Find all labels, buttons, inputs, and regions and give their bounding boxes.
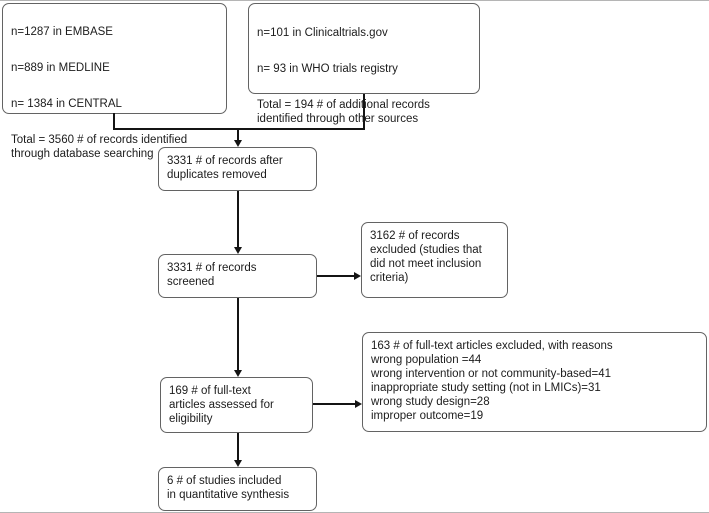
- box-records-excluded: 3162 # of records excluded (studies that…: [361, 222, 508, 298]
- connector-database-down: [113, 113, 115, 129]
- connector-fulltext-to-included: [237, 433, 239, 461]
- connector-screened-to-excluded: [317, 275, 355, 277]
- other-line-who: n= 93 in WHO trials registry: [257, 63, 398, 75]
- connector-screened-to-fulltext: [237, 298, 239, 371]
- other-line-clinicaltrials: n=101 in Clinicaltrials.gov: [257, 27, 388, 39]
- arrowhead-into-screened: [233, 247, 242, 254]
- box-records-after-duplicates: 3331 # of records after duplicates remov…: [158, 147, 317, 191]
- box-database-records: n=1287 in EMBASE n=889 in MEDLINE n= 138…: [2, 3, 227, 160]
- database-line-medline: n=889 in MEDLINE: [11, 62, 110, 74]
- box-fulltext-assessed: 169 # of full-text articles assessed for…: [160, 377, 313, 433]
- top-edge-hairline: [0, 0, 709, 1]
- arrowhead-into-records-excluded: [354, 271, 361, 280]
- box-fulltext-excluded: 163 # of full-text articles excluded, wi…: [362, 332, 707, 432]
- connector-merge-horizontal: [113, 128, 365, 130]
- connector-dedup-to-screened: [237, 191, 239, 248]
- arrowhead-into-dedup: [233, 140, 242, 147]
- arrowhead-into-included: [233, 460, 242, 467]
- box-other-sources: n=101 in Clinicaltrials.gov n= 93 in WHO…: [248, 3, 480, 125]
- connector-merge-to-dedup: [237, 129, 239, 141]
- database-line-total: Total = 3560 # of records identified thr…: [11, 134, 188, 160]
- database-line-central: n= 1384 in CENTRAL: [11, 98, 122, 110]
- box-records-screened: 3331 # of records screened: [158, 254, 317, 298]
- connector-other-down: [363, 94, 365, 129]
- arrowhead-into-fulltext-excluded: [355, 399, 362, 408]
- database-line-embase: n=1287 in EMBASE: [11, 26, 113, 38]
- connector-fulltext-to-excluded: [313, 403, 355, 405]
- box-studies-included: 6 # of studies included in quantitative …: [158, 467, 317, 511]
- arrowhead-into-fulltext: [233, 370, 242, 377]
